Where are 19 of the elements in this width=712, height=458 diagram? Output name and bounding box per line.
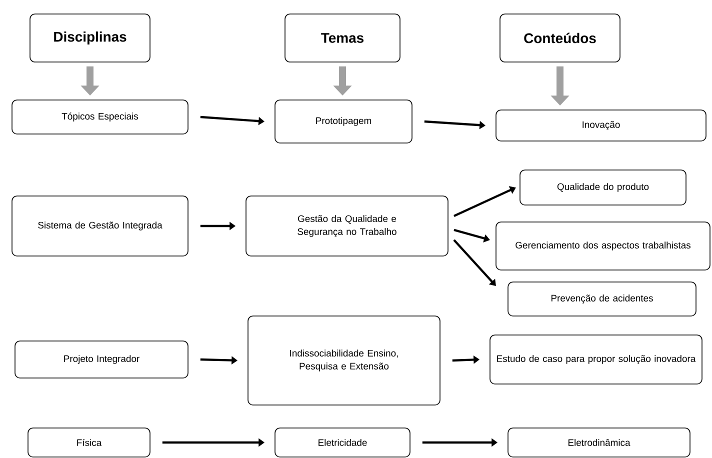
process-box: Estudo de caso para propor solução inovadora [490, 334, 702, 384]
process-box: Inovação [496, 110, 706, 142]
process-box: Sistema de Gestão Integrada [12, 196, 188, 256]
arrow [454, 186, 516, 217]
process-box: Indissociabilidade Ensino, Pesquisa e Extensão [248, 316, 440, 406]
process-box: Gerenciamento dos aspectos trabalhistas [496, 222, 710, 270]
process-box: Eletrodinâmica [508, 428, 690, 458]
process-box: Gestão da Qualidade e Segurança no Trabalho [246, 196, 448, 256]
process-box: Prototipagem [274, 100, 412, 144]
header-box: Temas [284, 14, 400, 62]
process-box: Física [28, 428, 150, 458]
process-box: Tópicos Especiais [12, 100, 188, 134]
process-box: Projeto Integrador [14, 340, 188, 378]
header-box: Conteúdos [500, 14, 620, 62]
header-box: Disciplinas [30, 14, 150, 62]
arrow [453, 239, 496, 286]
process-box: Prevenção de acidentes [508, 282, 696, 316]
process-box: Qualidade do produto [520, 170, 686, 206]
process-box: Eletricidade [274, 428, 410, 458]
